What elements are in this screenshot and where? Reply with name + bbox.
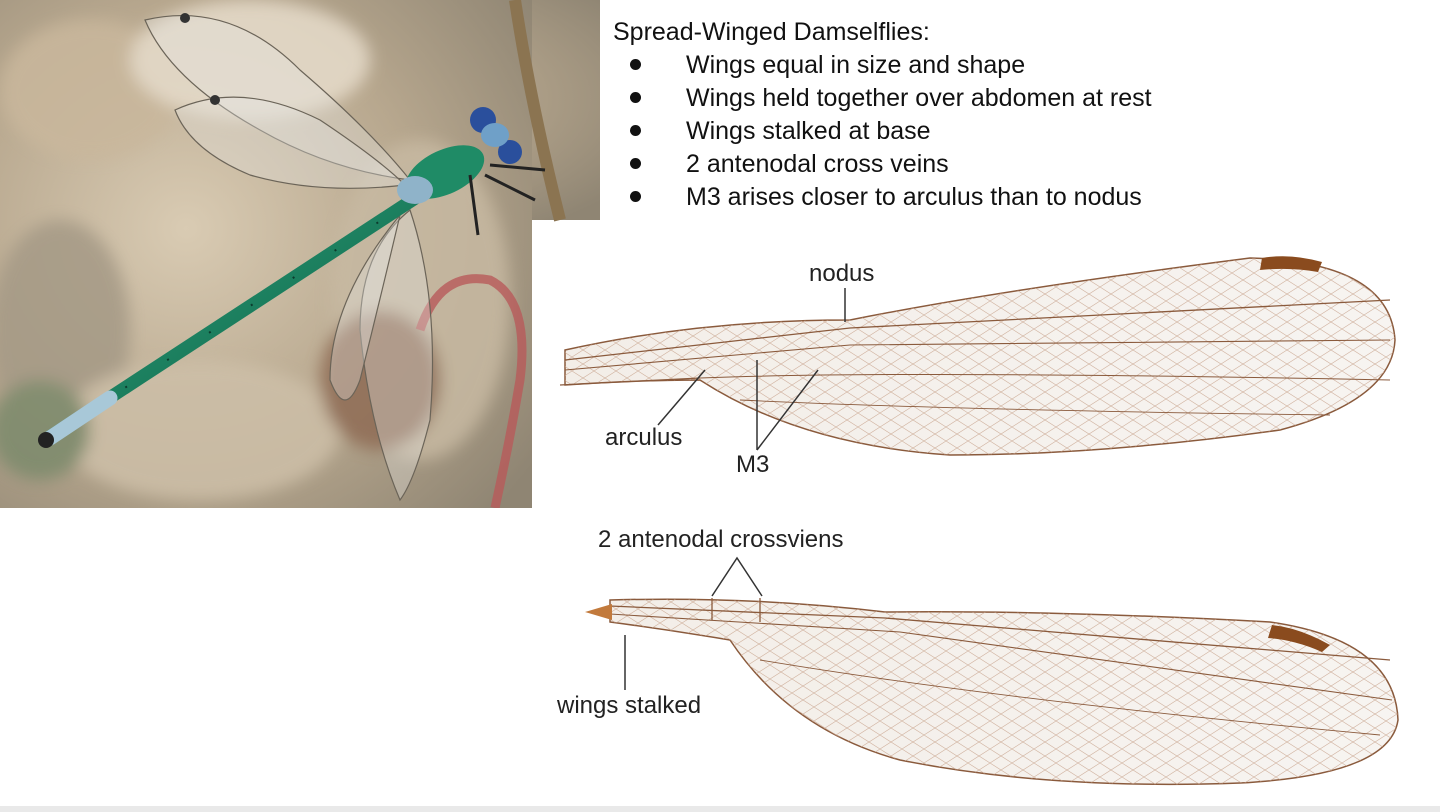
list-item-text: Wings held together over abdomen at rest xyxy=(686,84,1152,112)
list-item: 2 antenodal cross veins xyxy=(630,148,1152,181)
list-item-text: Wings stalked at base xyxy=(686,117,931,145)
arculus-label: arculus xyxy=(605,424,683,451)
antenodal-crossveins-label: 2 antenodal crossviens xyxy=(598,526,844,553)
page-title: Spread-Winged Damselflies: xyxy=(613,18,930,46)
bullet-icon xyxy=(630,92,641,103)
m3-label: M3 xyxy=(736,451,770,478)
list-item: Wings equal in size and shape xyxy=(630,49,1152,82)
list-item-text: 2 antenodal cross veins xyxy=(686,150,949,178)
wings-stalked-label: wings stalked xyxy=(557,692,702,719)
wing-diagrams xyxy=(559,256,1399,786)
nodus-label: nodus xyxy=(809,260,875,287)
bullet-icon xyxy=(630,59,641,70)
list-item-text: Wings equal in size and shape xyxy=(686,51,1026,79)
characteristics-list: Wings equal in size and shape Wings held… xyxy=(630,49,1152,214)
list-item: Wings held together over abdomen at rest xyxy=(630,82,1152,115)
list-item: M3 arises closer to arculus than to nodu… xyxy=(630,181,1152,214)
bullet-icon xyxy=(630,191,641,202)
bottom-divider xyxy=(0,806,1440,812)
hindwing-diagram xyxy=(585,598,1399,786)
bullet-icon xyxy=(630,125,641,136)
list-item: Wings stalked at base xyxy=(630,115,1152,148)
damselfly-photo xyxy=(0,0,600,508)
forewing-diagram xyxy=(559,256,1396,456)
list-item-text: M3 arises closer to arculus than to nodu… xyxy=(686,183,1142,211)
bullet-icon xyxy=(630,158,641,169)
